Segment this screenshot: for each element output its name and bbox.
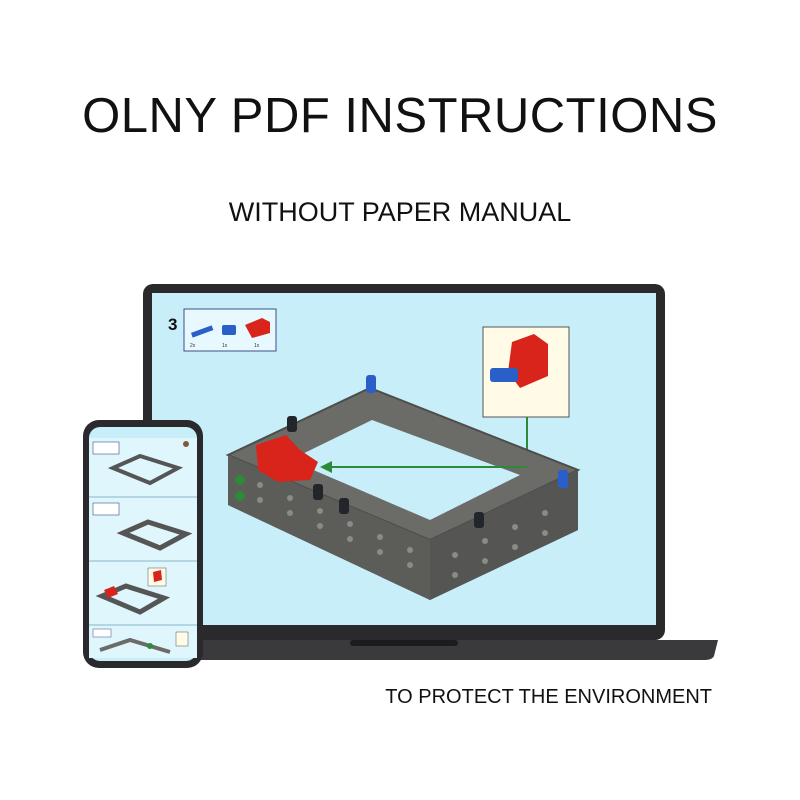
- frame-red-part: [256, 435, 318, 482]
- phone-p1-part: [183, 441, 189, 447]
- headline: OLNY PDF INSTRUCTIONS: [82, 89, 718, 143]
- step-number: 3: [168, 315, 177, 334]
- footer-text: TO PROTECT THE ENVIRONMENT: [385, 686, 712, 708]
- phone-p1-partsbox: [92, 441, 120, 455]
- frame-front-face: [228, 455, 430, 600]
- part-count-2: 1x: [222, 343, 228, 349]
- phone-p4-part: [147, 643, 153, 649]
- pin-blue-right: [558, 470, 568, 488]
- laptop-base: [122, 640, 718, 660]
- part-axle-icon: [190, 325, 214, 338]
- pin-black-1: [287, 416, 297, 432]
- phone-p2-frame: [116, 519, 193, 551]
- part-count-1: 2x: [190, 343, 196, 349]
- callout-blue-pin: [490, 368, 518, 382]
- pin-black-3: [339, 498, 349, 514]
- frame-side-face: [430, 470, 578, 600]
- phone-p1-frame: [107, 453, 184, 486]
- part-red-icon: [245, 318, 270, 338]
- frame-green-pin-2: [235, 491, 245, 501]
- pin-black-4: [474, 512, 484, 528]
- phone-p4-callout: [175, 631, 189, 647]
- frame-holes: [257, 482, 548, 578]
- frame-green-pin-1: [235, 475, 245, 485]
- phone-p2-partsbox: [92, 502, 120, 516]
- part-pin-icon: [222, 325, 236, 335]
- phone-p4-beam: [99, 637, 171, 654]
- pin-blue-back: [366, 375, 376, 393]
- part-count-3: 1x: [254, 343, 260, 349]
- frame-inner: [290, 420, 520, 520]
- phone-p4-partsbox: [92, 628, 112, 638]
- laptop-notch: [350, 640, 458, 646]
- arrow-head: [320, 461, 332, 473]
- subheadline: WITHOUT PAPER MANUAL: [228, 197, 572, 227]
- pin-black-2: [313, 484, 323, 500]
- phone-p3-callout-part: [153, 570, 162, 582]
- phone-p3-frame: [95, 583, 171, 615]
- phone-p3-red-part: [104, 586, 118, 598]
